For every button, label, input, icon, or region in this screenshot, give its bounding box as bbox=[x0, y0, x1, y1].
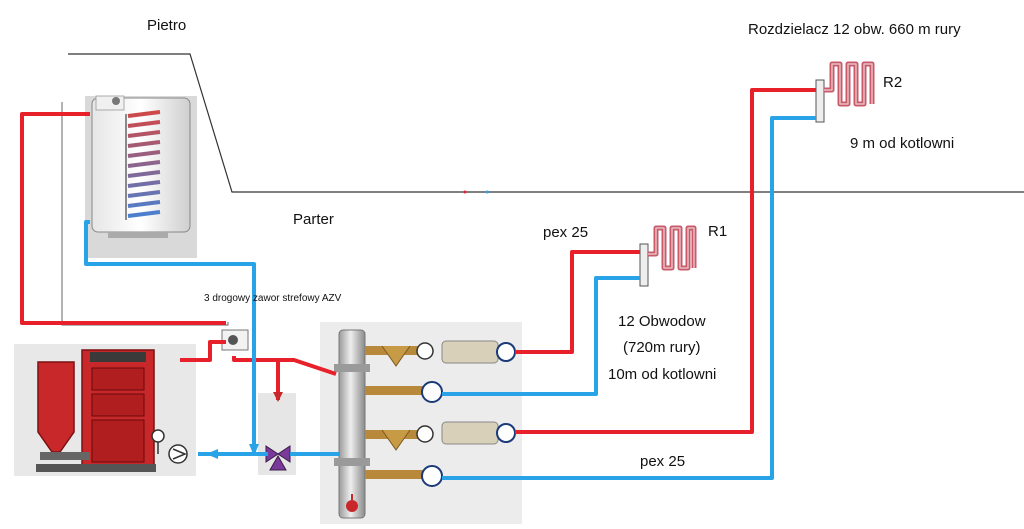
pump-icon bbox=[168, 444, 188, 464]
r1-coil bbox=[648, 225, 697, 271]
return-pipes bbox=[84, 116, 816, 480]
distributor-r1 bbox=[639, 225, 697, 287]
zone-valve-label: 3 drogowy zawor strefowy AZV bbox=[204, 293, 342, 304]
return-marker bbox=[485, 190, 489, 194]
supply-arrow-icon bbox=[273, 392, 283, 402]
r1-distance-label: 10m od kotlowni bbox=[608, 366, 716, 383]
pex-bottom-label: pex 25 bbox=[640, 453, 685, 470]
thermometer-icon bbox=[151, 429, 165, 454]
distributor-r2-label: Rozdzielacz 12 obw. 660 m rury bbox=[748, 21, 961, 38]
r2-distance-label: 9 m od kotlowni bbox=[850, 135, 954, 152]
pellet-boiler bbox=[14, 344, 196, 476]
floor-divider-line bbox=[68, 53, 1024, 193]
pellet-hopper bbox=[37, 361, 75, 453]
supply-marker bbox=[463, 190, 467, 194]
upper-floor-heater bbox=[85, 95, 197, 258]
pex-top-label: pex 25 bbox=[543, 224, 588, 241]
zone-valve-azv-icon bbox=[221, 329, 249, 351]
supply-pipes bbox=[20, 88, 816, 434]
return-arrow-icon bbox=[206, 449, 218, 459]
heater-coil bbox=[127, 110, 161, 218]
upper-floor-label: Pietro bbox=[147, 17, 186, 34]
distributor-r2 bbox=[815, 61, 875, 123]
mixing-valve-icon bbox=[265, 445, 291, 471]
r1-label: R1 bbox=[708, 223, 727, 240]
ground-floor-label: Parter bbox=[293, 211, 334, 228]
manifold-assembly bbox=[320, 322, 522, 524]
r2-label: R2 bbox=[883, 74, 902, 91]
circuits-label: 12 Obwodow bbox=[618, 313, 706, 330]
pipe-length-label: (720m rury) bbox=[623, 339, 701, 356]
return-arrow-icon-2 bbox=[249, 444, 259, 456]
